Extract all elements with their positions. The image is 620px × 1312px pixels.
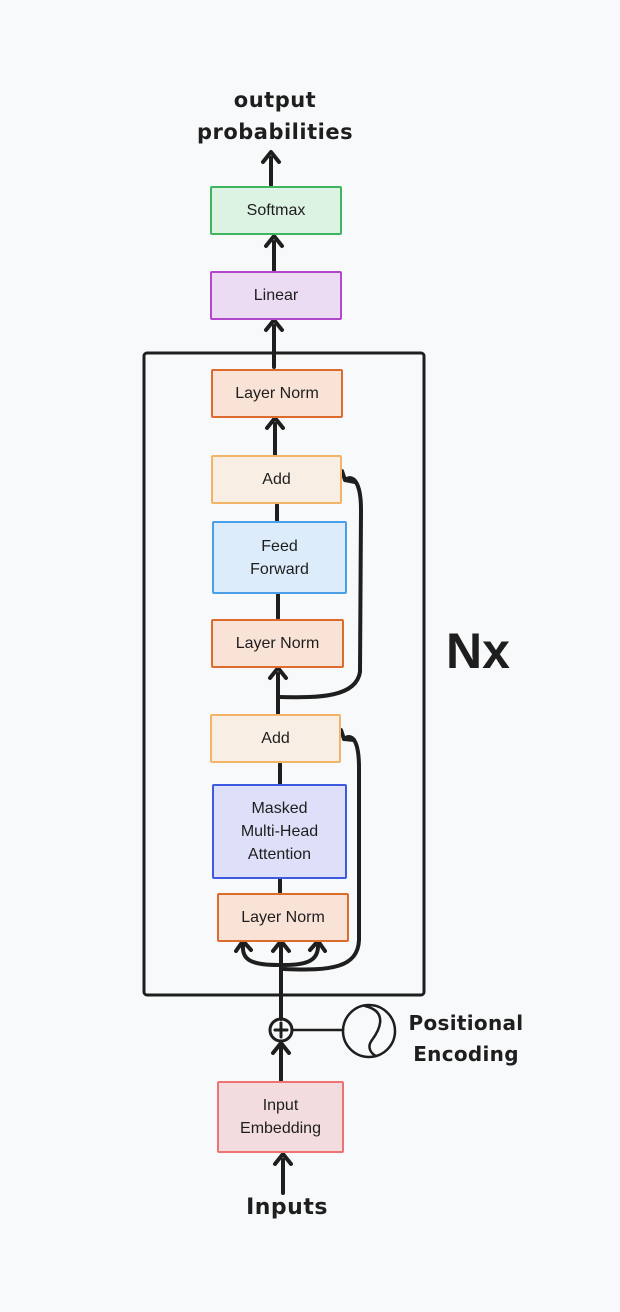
nx-label: Nx xyxy=(446,623,510,679)
add-bottom-block: Add xyxy=(210,714,341,763)
softmax-block: Softmax xyxy=(210,186,342,235)
arrowhead xyxy=(273,1152,293,1166)
arrow-v xyxy=(282,944,320,967)
arrowhead xyxy=(264,318,284,332)
output-probabilities-label: output probabilities xyxy=(196,88,354,144)
add-top-block: Add xyxy=(211,455,342,504)
masked-attention-block: Masked Multi-Head Attention xyxy=(212,784,347,879)
arrowhead xyxy=(261,150,281,164)
positional-encoding-label: Positional Encoding xyxy=(408,1011,524,1066)
residual-top xyxy=(278,476,363,700)
inputs-label: Inputs xyxy=(246,1195,328,1220)
layer-norm-mid-block: Layer Norm xyxy=(211,619,344,668)
arrowhead xyxy=(264,234,284,248)
positional-encoding-icon xyxy=(341,1003,397,1059)
nx-frame xyxy=(142,351,426,997)
arrow-k xyxy=(240,944,280,967)
feed-forward-block: Feed Forward xyxy=(212,521,347,594)
layer-norm-bottom-block: Layer Norm xyxy=(217,893,349,942)
arrowhead xyxy=(268,666,288,680)
plus-sign xyxy=(273,1021,289,1039)
layer-norm-top-block: Layer Norm xyxy=(211,369,343,418)
arrowhead xyxy=(339,728,356,742)
input-embedding-block: Input Embedding xyxy=(217,1081,344,1153)
arrowhead xyxy=(265,416,285,430)
linear-block: Linear xyxy=(210,271,342,320)
arrowhead xyxy=(271,1041,291,1055)
arrowhead xyxy=(340,469,357,484)
sine-wave xyxy=(363,1004,382,1058)
